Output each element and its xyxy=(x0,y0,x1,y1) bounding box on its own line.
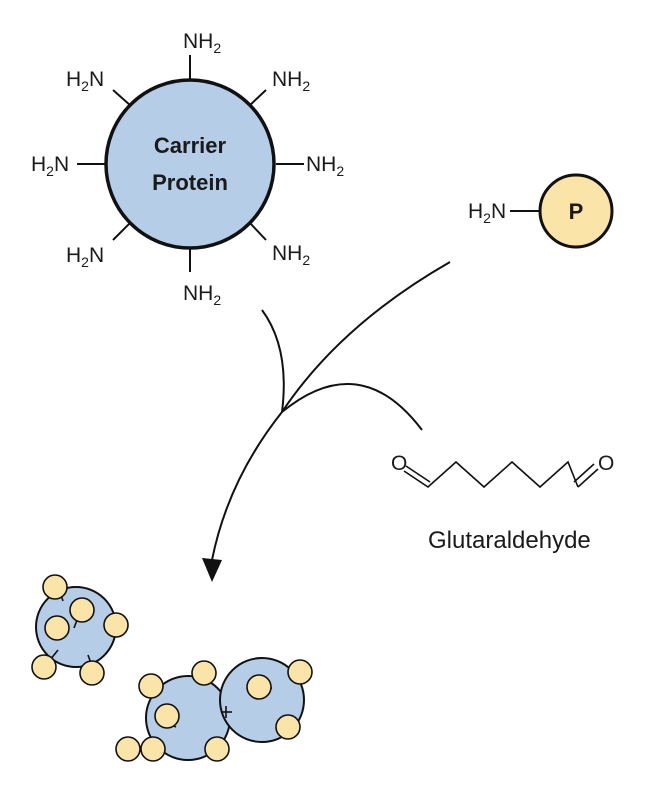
amine-label-lower-right: NH2 xyxy=(272,242,310,268)
glutaraldehyde-reaction-curve xyxy=(281,382,423,431)
conjugate-peptide xyxy=(42,574,68,600)
conjugate-peptide xyxy=(115,736,141,762)
reaction-arrows xyxy=(202,261,451,582)
product-arrowhead xyxy=(202,558,222,582)
conjugate-peptide xyxy=(154,703,180,729)
carrier-protein: Carrier Protein NH2 NH2 NH2 NH2 NH2 H2N … xyxy=(31,30,344,308)
conjugate-peptide xyxy=(287,659,313,685)
amine-label-right: NH2 xyxy=(306,153,344,179)
left-carbonyl-double-bond xyxy=(405,465,431,483)
carrier-reaction-curve xyxy=(261,309,285,413)
conjugate-peptide xyxy=(191,660,217,686)
glutaraldehyde-structure: O O Glutaraldehyde xyxy=(391,452,614,554)
conjugate-cluster-1 xyxy=(31,574,129,686)
conjugate-peptide xyxy=(246,674,272,700)
peptide-hapten: H2N P xyxy=(468,173,614,249)
amine-label-upper-right: NH2 xyxy=(272,68,310,94)
carrier-protein-circle xyxy=(104,78,276,250)
conjugate-peptide xyxy=(31,654,57,680)
amine-label-lower-left: H2N xyxy=(66,244,104,270)
conjugate-cluster-2 xyxy=(115,657,313,762)
carrier-label-line1: Carrier xyxy=(154,133,227,158)
amine-bond-upper-left xyxy=(112,89,132,107)
conjugate-peptide xyxy=(69,597,95,623)
right-carbonyl-bond xyxy=(577,468,599,488)
right-carbonyl-double-bond xyxy=(573,463,595,483)
amine-label-top: NH2 xyxy=(183,30,221,56)
product-arrow-shaft xyxy=(211,411,283,561)
conjugate-peptide xyxy=(204,736,230,762)
conjugate-peptide xyxy=(103,612,129,638)
conjugate-peptide xyxy=(138,673,164,699)
amine-label-left: H2N xyxy=(31,153,69,179)
peptide-reaction-curve xyxy=(281,261,451,413)
conjugate-peptide xyxy=(44,615,70,641)
glutaraldehyde-chain xyxy=(403,460,579,489)
conjugate-products xyxy=(31,574,313,762)
amine-bond-lower-right xyxy=(248,221,267,241)
right-oxygen: O xyxy=(598,452,614,475)
amine-bond-lower-left xyxy=(112,221,132,241)
peptide-amine-label: H2N xyxy=(468,200,506,226)
amine-label-upper-left: H2N xyxy=(66,68,104,94)
conjugate-peptide xyxy=(140,736,166,762)
left-oxygen: O xyxy=(391,452,407,475)
carrier-label-line2: Protein xyxy=(152,170,228,195)
conjugate-peptide xyxy=(275,714,301,740)
amine-label-bottom: NH2 xyxy=(183,282,221,308)
glutaraldehyde-name: Glutaraldehyde xyxy=(428,527,591,554)
conjugate-peptide xyxy=(79,660,105,686)
peptide-label: P xyxy=(569,199,584,224)
peptide-circle xyxy=(538,173,614,249)
amine-bond-upper-right xyxy=(248,89,267,107)
